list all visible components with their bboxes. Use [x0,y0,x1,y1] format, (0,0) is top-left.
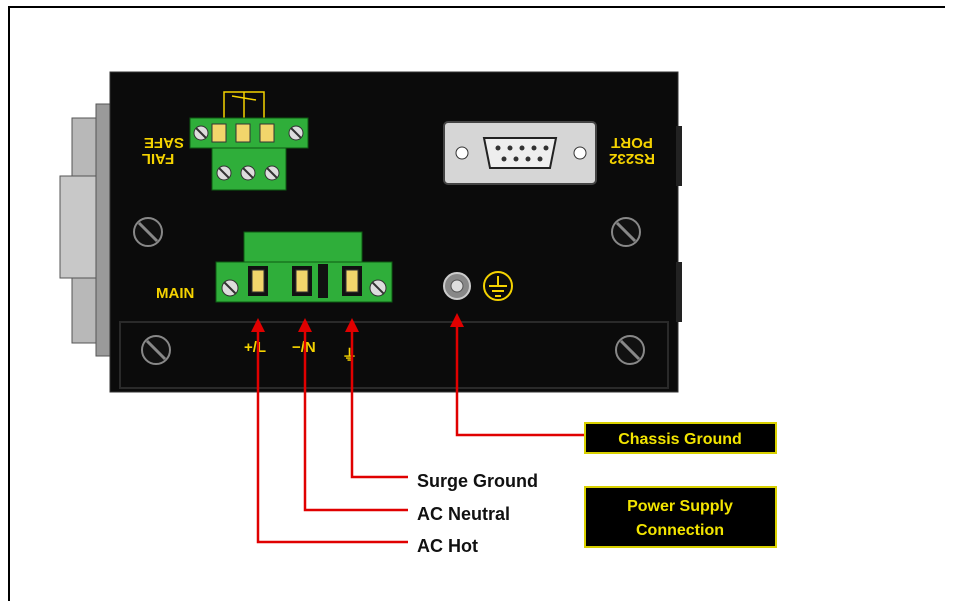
ac-hot-label: AC Hot [417,536,478,556]
power-supply-callout: Power Supply Connection [584,486,777,548]
fail-safe-connector [189,117,309,191]
chassis-ground-stud[interactable] [443,272,471,300]
fail-label: FAIL [142,150,175,167]
safe-label: SAFE [144,134,184,151]
panel-screw [133,217,163,247]
panel-lower-rail [119,321,669,389]
leader-lines [256,325,585,544]
chassis-ground-callout-label: Chassis Ground [618,431,742,448]
ac-neutral-label: AC Neutral [417,504,510,524]
main-power-connector [215,231,393,303]
leader-arrowheads [251,313,464,332]
surge-ground-label: Surge Ground [417,471,538,491]
relay-symbol [223,91,265,120]
panel-edge-tab [676,126,682,186]
rs232-port[interactable] [443,121,597,185]
ground-icon [483,271,513,301]
mounting-bracket [59,103,113,357]
terminal-label-surge-ground: ⏚ [342,347,357,364]
power-supply-callout-line1: Power Supply [627,498,733,515]
chassis-ground-callout: Chassis Ground [584,422,777,454]
panel-screw [141,335,171,365]
figure-frame [8,6,945,601]
terminal-label-line: +/L [244,339,266,356]
panel-screw [611,217,641,247]
main-label: MAIN [156,285,194,302]
rs232-label: RS232 [609,150,655,167]
panel-screw [615,335,645,365]
port-label: PORT [611,134,653,151]
panel-edge-tab [676,262,682,322]
power-supply-callout-line2: Connection [636,522,724,539]
